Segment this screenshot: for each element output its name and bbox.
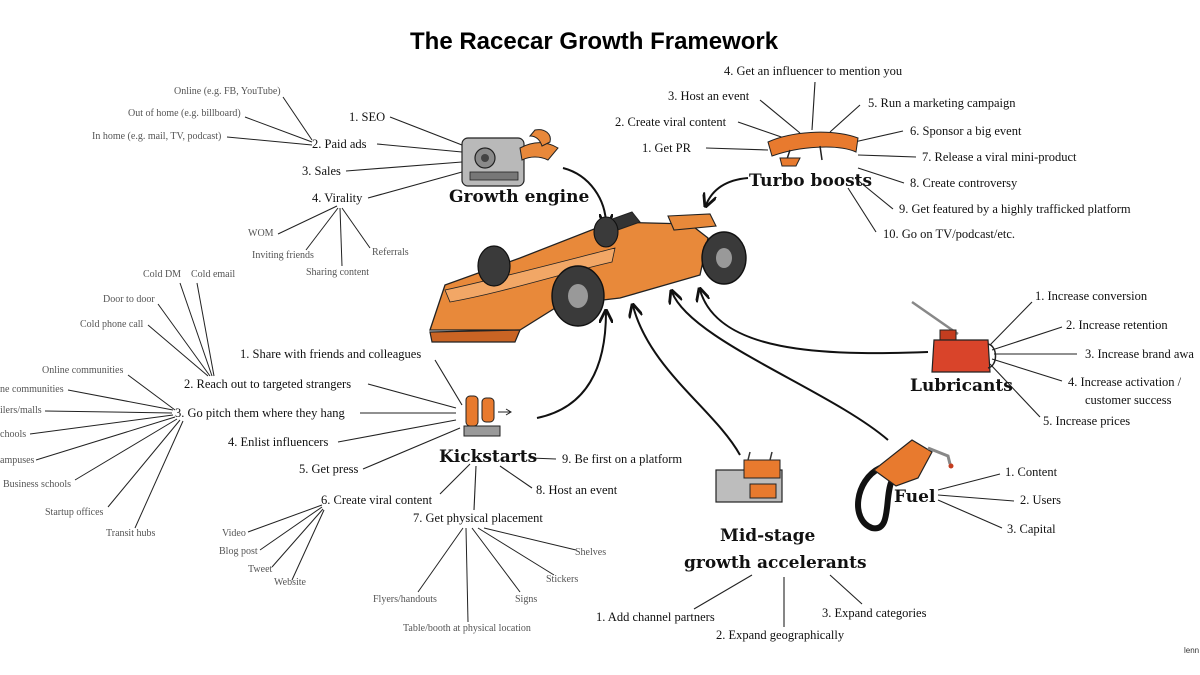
page-title: The Racecar Growth Framework <box>410 28 779 55</box>
turbo-boost-item: 2. Create viral content <box>615 115 727 129</box>
virality-sub-item: Inviting friends <box>252 250 314 261</box>
mid-stage-label: Mid-stage <box>720 526 816 546</box>
viral-sub-item: Tweet <box>248 564 273 575</box>
lubricant-item: 5. Increase prices <box>1043 414 1131 428</box>
paid-ads-sub-item: Online (e.g. FB, YouTube) <box>174 86 281 97</box>
turbo-boost-item: 5. Run a marketing campaign <box>868 96 1016 110</box>
mid-stage-connectors <box>693 574 863 627</box>
virality-sub-item: WOM <box>248 228 274 239</box>
virality-sub-item: Referrals <box>372 247 409 258</box>
growth-engine-item: 2. Paid ads <box>312 137 367 151</box>
wing-icon <box>767 131 859 167</box>
paid-ads-sub-item: In home (e.g. mail, TV, podcast) <box>92 131 222 142</box>
mid-stage-item: 1. Add channel partners <box>596 610 715 624</box>
lubricant-item: 1. Increase conversion <box>1035 289 1148 303</box>
turbo-boost-item: 4. Get an influencer to mention you <box>724 64 903 78</box>
hang-sub-item: ampuses <box>0 455 35 466</box>
turbo-boost-item: 8. Create controversy <box>910 176 1018 190</box>
lubricant-item: 3. Increase brand awa <box>1085 347 1194 361</box>
paid-ads-sub-item: Out of home (e.g. billboard) <box>128 108 241 119</box>
mid-stage-item: 2. Expand geographically <box>716 628 845 642</box>
engine-icon <box>461 129 559 187</box>
oil-can-icon <box>911 300 997 373</box>
turbo-boost-item: 10. Go on TV/podcast/etc. <box>883 227 1016 241</box>
strangers-sub-item: Cold DM <box>143 269 182 280</box>
placement-sub-item: Signs <box>515 594 538 605</box>
fuel-item: 1. Content <box>1005 465 1058 479</box>
lubricants-connectors <box>989 301 1077 418</box>
placement-sub-item: Table/booth at physical location <box>403 623 531 634</box>
fuel-nozzle-icon <box>855 439 954 532</box>
lubricant-item: 4. Increase activation / <box>1068 375 1182 389</box>
hang-sub-item: chools <box>0 429 27 440</box>
hang-sub-item: Online communities <box>42 365 124 376</box>
kickstart-item: 9. Be first on a platform <box>562 452 683 466</box>
kickstart-item: 5. Get press <box>299 462 359 476</box>
virality-sub-item: Sharing content <box>306 267 370 278</box>
strangers-sub-item: Cold email <box>191 269 236 280</box>
battery-icon <box>715 451 783 503</box>
kickstart-item: 3. Go pitch them where they hang <box>175 406 345 420</box>
growth-engine-label: Growth engine <box>449 187 590 207</box>
kickstart-item: 8. Host an event <box>536 483 618 497</box>
placement-sub-item: Flyers/handouts <box>373 594 437 605</box>
turbo-boost-item: 7. Release a viral mini-product <box>922 150 1077 164</box>
fuel-connectors <box>937 473 1015 529</box>
lubricant-item: 2. Increase retention <box>1066 318 1168 332</box>
lubricants-label: Lubricants <box>910 376 1013 396</box>
hang-sub-item: ne communities <box>0 384 64 395</box>
racecar-icon <box>429 211 747 343</box>
kickstart-item: 6. Create viral content <box>321 493 433 507</box>
mid-stage-item: 3. Expand categories <box>822 606 927 620</box>
kickstart-pedal-icon <box>463 395 512 437</box>
growth-engine-item: 4. Virality <box>312 191 363 205</box>
fuel-label: Fuel <box>894 487 936 507</box>
hang-sub-item: Business schools <box>3 479 72 490</box>
growth-engine-connectors <box>226 96 463 267</box>
turbo-boost-item: 6. Sponsor a big event <box>910 124 1022 138</box>
fuel-item: 2. Users <box>1020 493 1061 507</box>
viral-sub-item: Blog post <box>219 546 258 557</box>
turbo-boost-item: 1. Get PR <box>642 141 691 155</box>
viral-sub-item: Video <box>222 528 246 539</box>
lubricant-item: customer success <box>1085 393 1172 407</box>
turbo-boosts-label: Turbo boosts <box>749 171 873 191</box>
strangers-sub-item: Cold phone call <box>80 319 144 330</box>
placement-sub-item: Stickers <box>546 574 579 585</box>
placement-sub-item: Shelves <box>575 547 607 558</box>
arrows-to-car <box>536 167 929 456</box>
hang-sub-item: Transit hubs <box>106 528 156 539</box>
fuel-item: 3. Capital <box>1007 522 1056 536</box>
growth-engine-item: 3. Sales <box>302 164 341 178</box>
kickstart-item: 7. Get physical placement <box>413 511 543 525</box>
hang-sub-item: ilers/malls <box>0 405 42 416</box>
watermark: lenn <box>1184 646 1200 655</box>
kickstart-item: 4. Enlist influencers <box>228 435 329 449</box>
growth-engine-item: 1. SEO <box>349 110 386 124</box>
strangers-sub-item: Door to door <box>103 294 155 305</box>
kickstart-item: 2. Reach out to targeted strangers <box>184 377 352 391</box>
kickstart-item: 1. Share with friends and colleagues <box>240 347 422 361</box>
hang-sub-item: Startup offices <box>45 507 104 518</box>
mid-stage-label-line2: growth accelerants <box>684 553 867 573</box>
kickstarts-connectors <box>29 282 577 623</box>
turbo-boost-item: 9. Get featured by a highly trafficked p… <box>899 202 1131 216</box>
turbo-boosts-connectors <box>705 81 917 233</box>
kickstarts-label: Kickstarts <box>439 447 538 467</box>
turbo-boost-item: 3. Host an event <box>668 89 750 103</box>
viral-sub-item: Website <box>274 577 306 588</box>
